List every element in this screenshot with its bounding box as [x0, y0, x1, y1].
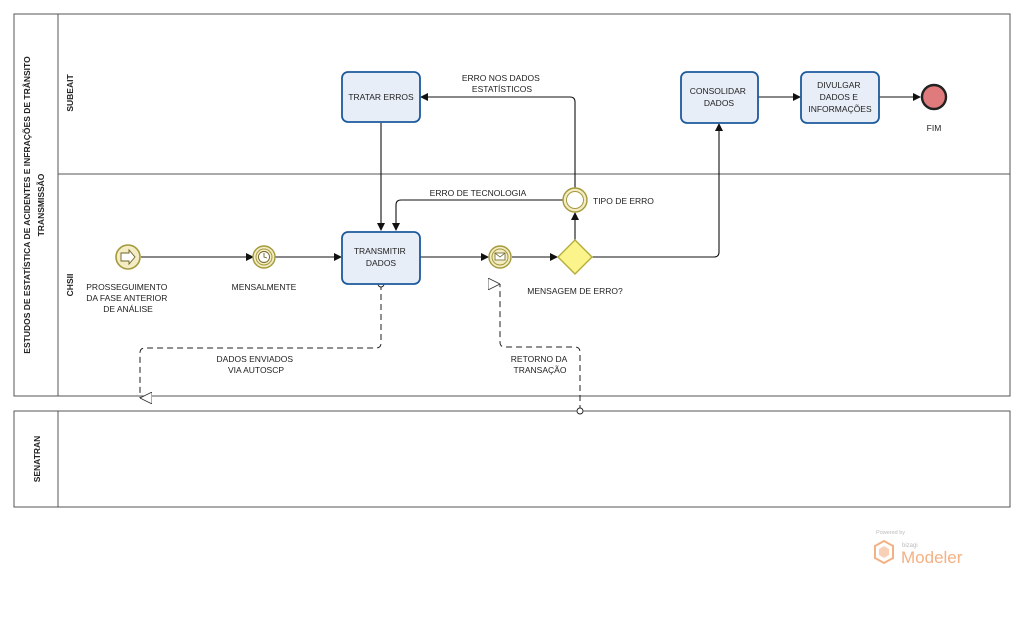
error-event[interactable]: [562, 187, 588, 213]
lane-chsii-label: CHSII: [65, 274, 75, 297]
pool-title: ESTUDOS DE ESTATÍSTICA DE ACIDENTES E IN…: [21, 56, 32, 354]
end-event-label: FIM: [927, 123, 942, 133]
product-text: Modeler: [901, 548, 963, 567]
message-flow-origin: [576, 407, 584, 415]
bizagi-branding: Powered by bizagi Modeler: [874, 530, 963, 567]
message-flow-dados-enviados: [139, 284, 382, 398]
flow-label-dados-enviados: DADOS ENVIADOS VIA AUTOSCP: [217, 354, 296, 375]
message-flows: [139, 284, 581, 411]
task-label: TRANSMITIR DADOS: [354, 246, 408, 268]
task-transmitir-dados[interactable]: TRANSMITIR DADOS: [341, 231, 421, 285]
bizagi-logo-icon: [874, 539, 894, 565]
pool-subtitle: TRANSMISSÃO: [36, 173, 46, 236]
task-divulgar-dados[interactable]: DIVULGAR DADOS E INFORMAÇÕES: [800, 71, 880, 124]
signal-arrow-icon: [120, 248, 136, 266]
error-event-label: TIPO DE ERRO: [593, 196, 654, 206]
task-tratar-erros[interactable]: TRATAR ERROS: [341, 71, 421, 123]
flow-label-erro-tecnologia: ERRO DE TECNOLOGIA: [430, 188, 527, 198]
powered-by-text: Powered by: [876, 530, 905, 536]
end-event[interactable]: [920, 83, 948, 111]
gateway-label: MENSAGEM DE ERRO?: [527, 286, 623, 296]
sequence-flows: [141, 93, 921, 261]
message-flow-retorno: [500, 284, 581, 411]
timer-event-label: MENSALMENTE: [232, 282, 297, 292]
flow-error-to-transmitir: [392, 199, 563, 231]
flow-label-retorno: RETORNO DA TRANSAÇÃO: [511, 354, 569, 375]
message-event[interactable]: [488, 245, 512, 269]
flow-label-erro-dados: ERRO NOS DADOS ESTATÍSTICOS: [462, 73, 542, 94]
task-label: DIVULGAR DADOS E INFORMAÇÕES: [808, 80, 872, 114]
task-label: TRATAR ERROS: [348, 92, 414, 102]
timer-event[interactable]: [252, 245, 276, 269]
start-event-label: PROSSEGUIMENTO DA FASE ANTERIOR DE ANÁLI…: [86, 282, 170, 314]
task-label: CONSOLIDAR DADOS: [690, 86, 749, 108]
gateway-mensagem-erro[interactable]: [557, 239, 593, 275]
start-event[interactable]: [115, 244, 141, 270]
task-consolidar-dados[interactable]: CONSOLIDAR DADOS: [680, 71, 759, 124]
flow-error-to-tratar: [420, 93, 576, 188]
senatran-title: SENATRAN: [32, 436, 42, 483]
brand-text: bizagi: [902, 543, 918, 549]
flow-gateway-to-consolidar: [592, 123, 723, 258]
senatran-pool: SENATRAN: [13, 410, 1011, 508]
lane-subeait-label: SUBEAIT: [65, 74, 75, 112]
